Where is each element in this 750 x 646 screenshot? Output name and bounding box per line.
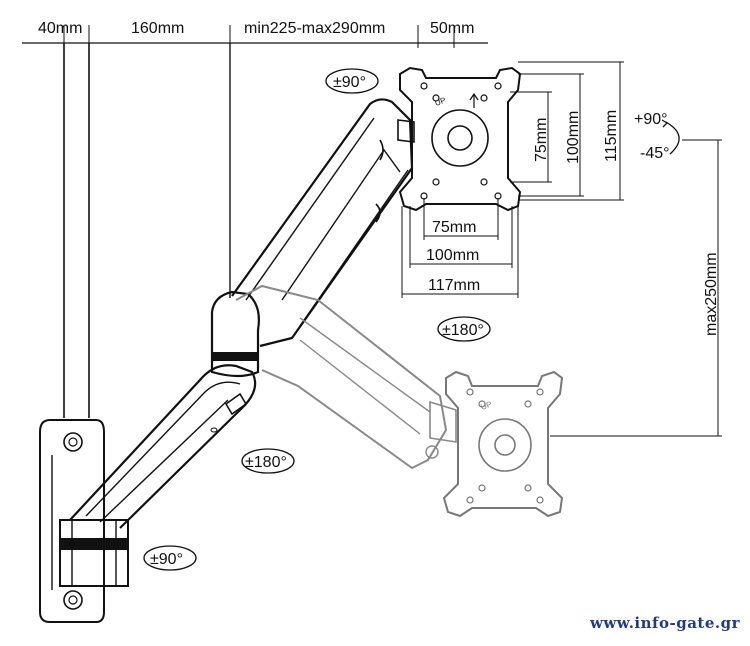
dim-max-height: max250mm	[703, 252, 720, 336]
vesa-plate-top: UP	[398, 66, 522, 212]
dim-vesa-h-100: 100mm	[565, 111, 582, 164]
dim-160mm: 160mm	[131, 20, 184, 37]
base-joint	[59, 519, 129, 587]
dim-vesa-h-75: 75mm	[533, 118, 550, 162]
tilt-indicator: +90° -45°	[634, 111, 680, 162]
rotation-arm-mid-label: ±180°	[442, 322, 484, 339]
upper-arm	[231, 98, 415, 348]
rotation-arm-mid: ±180°	[437, 316, 491, 342]
top-dimension-group: 40mm 160mm min225-max290mm 50mm	[22, 20, 488, 48]
dim-vesa-w-117: 117mm	[428, 277, 480, 294]
gray-arm-lowered	[235, 284, 457, 470]
rotation-plate-label: ±90°	[333, 74, 366, 91]
rotation-plate: ±90°	[325, 68, 379, 94]
up-label-bottom: UP	[480, 400, 494, 412]
tilt-up-label: +90°	[634, 111, 668, 128]
dim-50mm: 50mm	[430, 20, 474, 37]
up-label-top: UP	[434, 96, 448, 108]
rotation-arm-lower-label: ±180°	[245, 454, 287, 471]
vesa-height-dims: 75mm 100mm 115mm	[510, 61, 624, 201]
rotation-base-label: ±90°	[150, 551, 183, 568]
rotation-arm-lower: ±180°	[241, 448, 295, 474]
pole	[63, 43, 231, 418]
dim-vesa-w-100: 100mm	[426, 247, 479, 264]
elbow-joint	[210, 290, 260, 378]
watermark: www.info-gate.gr	[589, 614, 740, 632]
dim-40mm: 40mm	[38, 20, 82, 37]
rotation-base: ±90°	[143, 545, 197, 571]
vesa-plate-bottom: UP	[442, 370, 564, 518]
tilt-down-label: -45°	[640, 145, 670, 162]
max-height-dim: max250mm	[550, 139, 722, 437]
dim-vesa-w-75: 75mm	[432, 219, 476, 236]
vesa-width-dims: 75mm 100mm 117mm	[401, 198, 519, 298]
wall-plate	[39, 419, 105, 623]
dim-arm-length: min225-max290mm	[244, 20, 385, 37]
lower-arm	[69, 364, 257, 529]
dim-vesa-h-115: 115mm	[603, 110, 620, 162]
